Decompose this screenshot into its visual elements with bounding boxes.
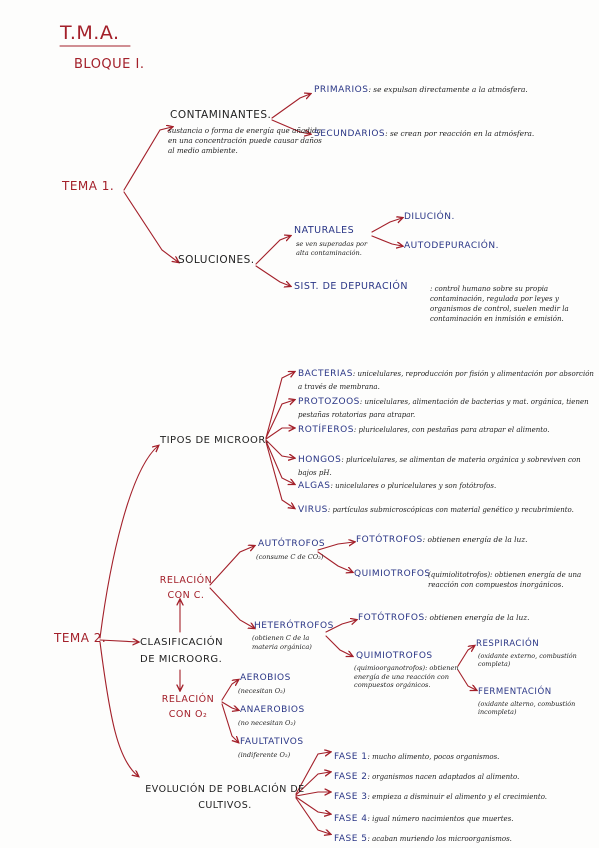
quimiotrofos2-text: (quimioorganotrofos): obtienen energía d… [354, 664, 459, 689]
fase-text: : empieza a disminuir el alimento y el c… [367, 793, 548, 801]
fase-name: FASE 2 [334, 772, 368, 782]
aerobios-label: AEROBIOS [240, 673, 291, 683]
fototrofos1-text: : obtienen energía de la luz. [422, 535, 528, 544]
tipo-text: : pluricelulares, con pestañas para atra… [353, 426, 550, 434]
heterotrofos-label: HETERÓTROFOS [254, 621, 334, 631]
tipos-label: TIPOS DE MICROOR. [160, 435, 270, 446]
heterotrofos-sub: (obtienen C de la materia orgánica) [252, 634, 312, 651]
tipo-text: : pluricelulares, se alimentan de materi… [298, 456, 581, 477]
quimiotrofos2-label: QUIMIOTROFOS [356, 651, 433, 661]
tipo-name: VIRUS [298, 505, 328, 515]
primarios-text: : se expulsan directamente a la atmósfer… [368, 85, 528, 94]
tipo-item: HONGOS: pluricelulares, se alimentan de … [298, 452, 594, 478]
fase-name: FASE 4 [334, 814, 368, 824]
respiracion-text: (oxidante externo, combustión completa) [478, 652, 577, 668]
primarios-label: PRIMARIOS [314, 85, 369, 95]
fase-text: : acaban muriendo los microorganismos. [367, 835, 512, 843]
quimiotrofos1-label: QUIMIOTROFOS [354, 569, 431, 579]
primarios-row: PRIMARIOS: se expulsan directamente a la… [314, 86, 528, 95]
quimiotrofos1-row: QUIMIOTROFOS [354, 570, 431, 579]
tipo-name: BACTERIAS [298, 369, 353, 379]
sist-depuracion-text: : control humano sobre su propia contami… [430, 285, 569, 323]
tipo-name: PROTOZOOS [298, 397, 360, 407]
anaerobios-text: (no necesitan O₂) [238, 719, 296, 727]
tipo-text: : partículas submicroscópicas con materi… [327, 506, 574, 514]
sist-depuracion-label: SIST. DE DEPURACIÓN [294, 281, 408, 292]
relacion-c-label: RELACIÓN CON C. [159, 575, 213, 601]
fototrofos2-text: : obtienen energía de la luz. [424, 613, 530, 622]
anaerobios-label: ANAEROBIOS [240, 705, 305, 715]
block-heading: BLOQUE I. [74, 57, 145, 72]
naturales-label: NATURALES [294, 225, 355, 236]
fototrofos1-label: FOTÓTROFOS [356, 535, 423, 545]
tipo-item: ALGAS: unicelulares o pluricelulares y s… [298, 478, 594, 491]
fase-text: : igual número nacimientos que muertes. [367, 815, 514, 823]
tema1-label: TEMA 1. [62, 179, 115, 193]
fototrofos2-row: FOTÓTROFOS: obtienen energía de la luz. [358, 614, 529, 623]
fase-text: : mucho alimento, pocos organismos. [367, 753, 500, 761]
tipo-name: HONGOS [298, 455, 342, 465]
autotrofos-sub: (consume C de CO₂) [256, 553, 324, 561]
fermentacion-text: (oxidante alterno, combustión incompleta… [478, 700, 576, 716]
autotrofos-label: AUTÓTROFOS [258, 539, 326, 549]
fototrofos2-label: FOTÓTROFOS [358, 613, 425, 623]
fermentacion-label: FERMENTACIÓN [478, 687, 552, 697]
tipo-item: ROTÍFEROS: pluricelulares, con pestañas … [298, 422, 594, 435]
soluciones-label: SOLUCIONES. [178, 254, 255, 266]
secundarios-label: SECUNDARIOS [314, 129, 386, 139]
tipo-text: : unicelulares o pluricelulares y son fo… [330, 482, 497, 490]
dilucion-label: DILUCIÓN. [404, 212, 455, 222]
tipo-item: VIRUS: partículas submicroscópicas con m… [298, 502, 594, 515]
fase-item: FASE 1: mucho alimento, pocos organismos… [334, 746, 499, 762]
tipo-name: ROTÍFEROS [298, 425, 354, 435]
tipo-text: : unicelulares, reproducción por fisión … [298, 370, 594, 391]
evolucion-label: EVOLUCIÓN DE POBLACIÓN DE CULTIVOS. [145, 784, 305, 811]
aerobios-text: (necesitan O₂) [238, 687, 286, 695]
quimiotrofos1-text: (quimiolitotrofos): obtienen energía de … [428, 571, 582, 589]
secundarios-row: SECUNDARIOS: se crean por reacción en la… [314, 130, 534, 139]
fase-text: : organismos nacen adaptados al alimento… [367, 773, 520, 781]
fase-name: FASE 5 [334, 834, 368, 844]
relacion-o2-label: RELACIÓN CON O₂ [161, 694, 215, 720]
autodepuracion-label: AUTODEPURACIÓN. [404, 241, 499, 251]
fase-item: FASE 5: acaban muriendo los microorganis… [334, 828, 512, 844]
tipo-item: PROTOZOOS: unicelulares, alimentación de… [298, 394, 594, 420]
tipo-name: ALGAS [298, 481, 331, 491]
contaminantes-label: CONTAMINANTES. [170, 109, 272, 121]
fase-item: FASE 4: igual número nacimientos que mue… [334, 808, 514, 824]
facultativos-text: (indiferente O₂) [238, 751, 291, 759]
naturales-text: se ven superadas por alta contaminación. [296, 240, 368, 257]
fase-item: FASE 3: empieza a disminuir el alimento … [334, 786, 547, 802]
tema2-label: TEMA 2. [54, 631, 107, 645]
secundarios-text: : se crean por reacción en la atmósfera. [385, 129, 535, 138]
fase-name: FASE 1 [334, 752, 368, 762]
fototrofos1-row: FOTÓTROFOS: obtienen energía de la luz. [356, 536, 527, 545]
fase-name: FASE 3 [334, 792, 368, 802]
contaminantes-definition: sustancia o forma de energía que añadida… [168, 126, 322, 155]
fase-item: FASE 2: organismos nacen adaptados al al… [334, 766, 519, 782]
tipo-item: BACTERIAS: unicelulares, reproducción po… [298, 366, 594, 392]
clasificacion-label: CLASIFICACIÓN DE MICROORG. [140, 637, 224, 665]
page-title: T.M.A. [60, 22, 120, 44]
respiracion-label: RESPIRACIÓN [476, 639, 540, 649]
facultativos-label: FAULTATIVOS [240, 737, 304, 747]
tipo-text: : unicelulares, alimentación de bacteria… [298, 398, 589, 419]
